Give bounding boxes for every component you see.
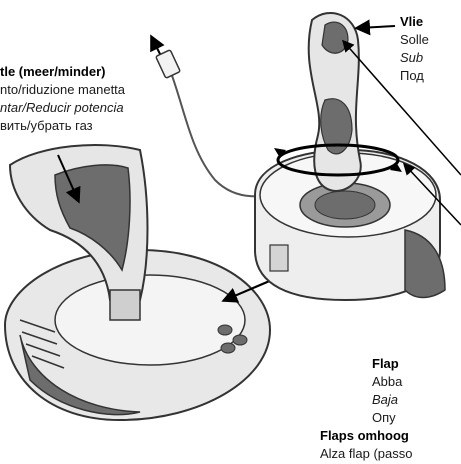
flaps-up-label-title: Flaps omhoog xyxy=(320,428,409,444)
stick-label-es: Sub xyxy=(400,50,423,66)
flaps-down-label-title: Flap xyxy=(372,356,399,372)
throttle-label-ru: вить/убрать газ xyxy=(0,118,93,134)
flaps-down-label-es: Baja xyxy=(372,392,398,408)
stick-handle xyxy=(309,13,361,191)
usb-direction-arrow xyxy=(152,38,160,54)
flaps-down-label-ru: Опу xyxy=(372,410,396,426)
throttle-label-title: tle (meer/minder) xyxy=(0,64,105,80)
stick-label-ru: Под xyxy=(400,68,424,84)
flaps-down-label-it: Abba xyxy=(372,374,402,390)
pointer-arrow-top xyxy=(358,26,395,28)
flaps-up-label-it: Alza flap (passo xyxy=(320,446,413,462)
stick-label-title: Vlie xyxy=(400,14,423,30)
stick-label-it: Solle xyxy=(400,32,429,48)
throttle-label-it: nto/riduzione manetta xyxy=(0,82,125,98)
throttle-label-es: ntar/Reducir potencia xyxy=(0,100,124,116)
